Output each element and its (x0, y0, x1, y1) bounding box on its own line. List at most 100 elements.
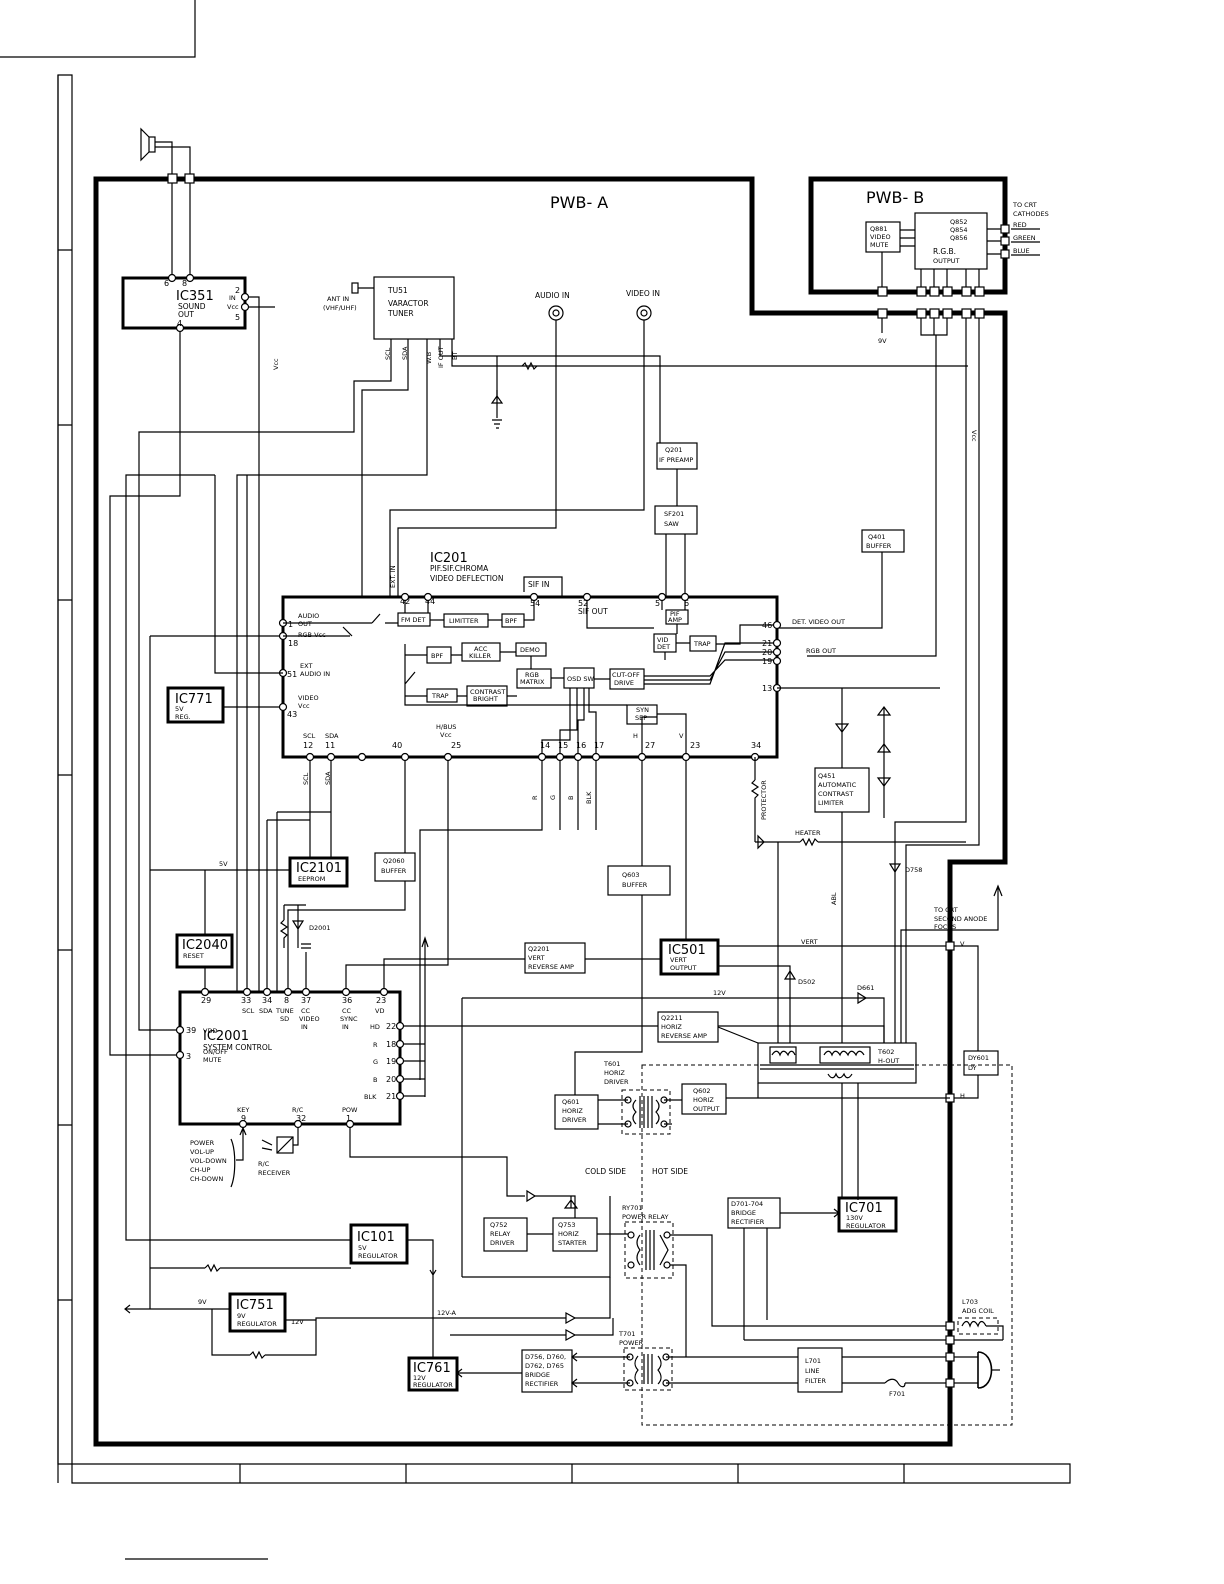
svg-text:EXT. IN: EXT. IN (389, 565, 397, 588)
svg-text:MUTE: MUTE (870, 241, 888, 249)
tuner-scl-wire (138, 339, 392, 1031)
svg-text:14: 14 (540, 741, 550, 750)
svg-text:5: 5 (655, 599, 660, 608)
q401-block: Q401 BUFFER (861, 529, 905, 553)
pwb-a-label: PWB- A (550, 193, 608, 212)
svg-text:25: 25 (451, 741, 461, 750)
svg-text:ANT IN: ANT IN (327, 295, 349, 303)
protector-resistor (750, 779, 760, 842)
svg-text:Q401: Q401 (868, 533, 886, 541)
svg-text:SYSTEM CONTROL: SYSTEM CONTROL (203, 1043, 273, 1052)
key-ch-down-label[interactable]: CH-DOWN (190, 1175, 223, 1183)
ic771-block: IC771 5V REG. (166, 686, 225, 724)
svg-text:22: 22 (386, 1022, 396, 1031)
q451-block: Q451 AUTOMATIC CONTRAST LIMITER (814, 767, 870, 813)
video-in-jack[interactable] (636, 305, 652, 321)
svg-text:Q603: Q603 (622, 871, 640, 879)
svg-text:9V: 9V (237, 1312, 246, 1320)
d2001-diode: D2001 (279, 904, 331, 949)
q601-block: Q601 HORIZ DRIVER (554, 1094, 599, 1130)
svg-text:16: 16 (576, 741, 586, 750)
svg-text:32: 32 (296, 1114, 306, 1123)
svg-text:DY: DY (968, 1064, 977, 1072)
svg-text:BPF: BPF (505, 617, 517, 625)
q852-block: Q852 Q854 Q856 R.G.B. OUTPUT (914, 212, 988, 270)
osd-return-bus (421, 936, 429, 1097)
f701-label: F701 (889, 1390, 905, 1398)
t601-label-3: DRIVER (604, 1078, 629, 1086)
key-vol-up-label[interactable]: VOL-UP (190, 1148, 214, 1156)
svg-text:34: 34 (751, 741, 761, 750)
svg-text:SDA: SDA (325, 732, 339, 740)
vcc-label: Vcc (272, 358, 280, 370)
svg-text:D2001: D2001 (309, 924, 331, 932)
svg-text:44: 44 (425, 597, 435, 606)
key-vol-down-label[interactable]: VOL-DOWN (190, 1157, 227, 1165)
svg-text:37: 37 (301, 996, 311, 1005)
svg-text:SDA: SDA (401, 346, 409, 360)
svg-text:EXT: EXT (300, 662, 312, 670)
vert-label: VERT (801, 938, 818, 946)
svg-text:51: 51 (287, 670, 297, 679)
svg-text:TU51: TU51 (387, 286, 408, 295)
q2060-wire (287, 761, 406, 992)
ry701-relay (624, 1221, 674, 1279)
key-brace (230, 1126, 247, 1188)
svg-text:W.B: W.B (425, 352, 433, 364)
q603-block: Q603 BUFFER (607, 865, 671, 896)
svg-text:18: 18 (386, 1040, 396, 1049)
q752-block: Q752 RELAY DRIVER (483, 1217, 528, 1252)
svg-text:REGULATOR: REGULATOR (358, 1252, 398, 1260)
svg-text:33: 33 (241, 996, 251, 1005)
svg-text:27: 27 (645, 741, 655, 750)
svg-text:BUFFER: BUFFER (622, 881, 648, 889)
b-wire-label: B (567, 796, 575, 800)
ic2001-pins (175, 987, 405, 1129)
svg-text:6: 6 (164, 279, 169, 288)
green-label: GREEN (1013, 234, 1036, 242)
svg-text:CONTRAST: CONTRAST (818, 790, 853, 798)
ic501-block: IC501 VERT OUTPUT (659, 938, 720, 976)
svg-text:MUTE: MUTE (203, 1056, 221, 1064)
svg-text:34: 34 (262, 996, 272, 1005)
ic101-5v-wire (125, 474, 351, 1241)
svg-text:D756, D760,: D756, D760, (525, 1353, 566, 1361)
svg-text:TUNER: TUNER (387, 309, 414, 318)
t601-wires (598, 1099, 682, 1125)
rectifier-wires (743, 1198, 859, 1340)
ic101-resistor (150, 1263, 351, 1273)
svg-text:Q451: Q451 (818, 772, 836, 780)
svg-text:VDD: VDD (203, 1027, 217, 1035)
tuner-wb-wire (236, 339, 428, 1000)
svg-text:9: 9 (241, 1114, 246, 1123)
t602-block: T602 H-OUT (757, 1042, 917, 1084)
svg-text:IC501: IC501 (668, 943, 706, 958)
svg-text:5V: 5V (358, 1244, 367, 1252)
svg-text:LINE: LINE (805, 1367, 820, 1375)
t601-label-2: HORIZ (604, 1069, 625, 1077)
q201-block: Q201 IF PREAMP (656, 442, 698, 470)
svg-text:OSD SW: OSD SW (567, 675, 594, 683)
ic101-block: IC101 5V REGULATOR (349, 1223, 409, 1265)
fbt-130v-wire (841, 1083, 859, 1201)
svg-text:1: 1 (288, 620, 293, 629)
l701-block: L701 LINE FILTER (797, 1347, 843, 1393)
svg-text:SIF IN: SIF IN (528, 580, 550, 589)
key-power-label[interactable]: POWER (190, 1139, 215, 1147)
svg-text:IC751: IC751 (236, 1298, 274, 1313)
audio-in-jack[interactable] (548, 305, 564, 321)
svg-text:D762, D765: D762, D765 (525, 1362, 564, 1370)
rc-receiver-icon (261, 1128, 299, 1154)
svg-text:KILLER: KILLER (469, 652, 492, 660)
svg-text:Q602: Q602 (693, 1087, 711, 1095)
svg-text:BRIDGE: BRIDGE (731, 1209, 756, 1217)
key-ch-up-label[interactable]: CH-UP (190, 1166, 211, 1174)
tu51-block: TU51 VARACTOR TUNER ANT IN (VHF/UHF) SCL… (323, 276, 459, 368)
t701-label-1: T701 (618, 1330, 635, 1338)
svg-text:REGULATOR: REGULATOR (413, 1381, 453, 1389)
l703-label-1: L703 (962, 1298, 978, 1306)
hot-side-label: HOT SIDE (652, 1167, 688, 1176)
ic351-input-wires (249, 296, 275, 1000)
starter-diode (563, 1196, 579, 1209)
